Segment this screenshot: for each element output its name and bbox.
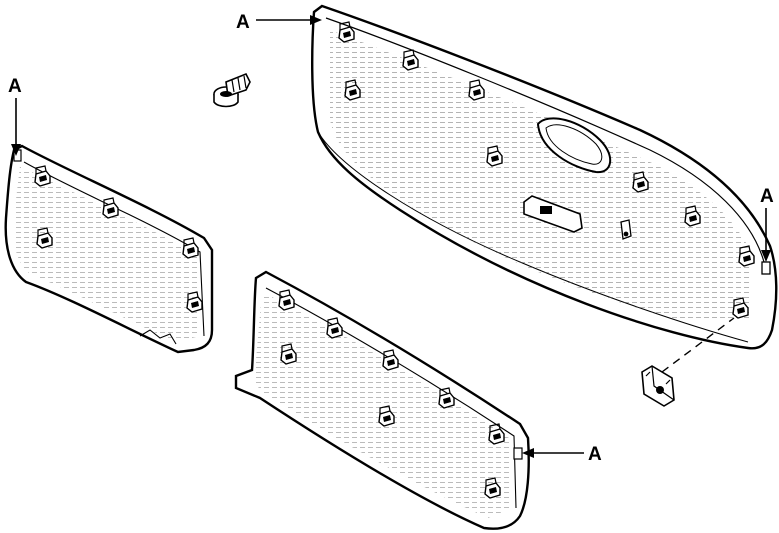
callout-left-panel: A xyxy=(8,76,22,156)
callout-label-right: A xyxy=(760,186,774,207)
callout-right-end: A xyxy=(760,186,774,262)
upper-trim-panel xyxy=(311,4,778,350)
screw-fastener xyxy=(213,72,251,108)
clip-nut xyxy=(641,365,675,407)
lower-center-trim-panel xyxy=(234,270,530,530)
left-side-trim-panel xyxy=(4,144,214,354)
callout-label-bottom: A xyxy=(588,444,602,465)
assembly-dashed-line xyxy=(661,317,735,373)
callout-top-panel: A xyxy=(236,12,322,33)
callout-label-left: A xyxy=(8,76,22,97)
callout-label-top: A xyxy=(236,12,250,33)
callout-bottom-panel: A xyxy=(522,444,602,465)
